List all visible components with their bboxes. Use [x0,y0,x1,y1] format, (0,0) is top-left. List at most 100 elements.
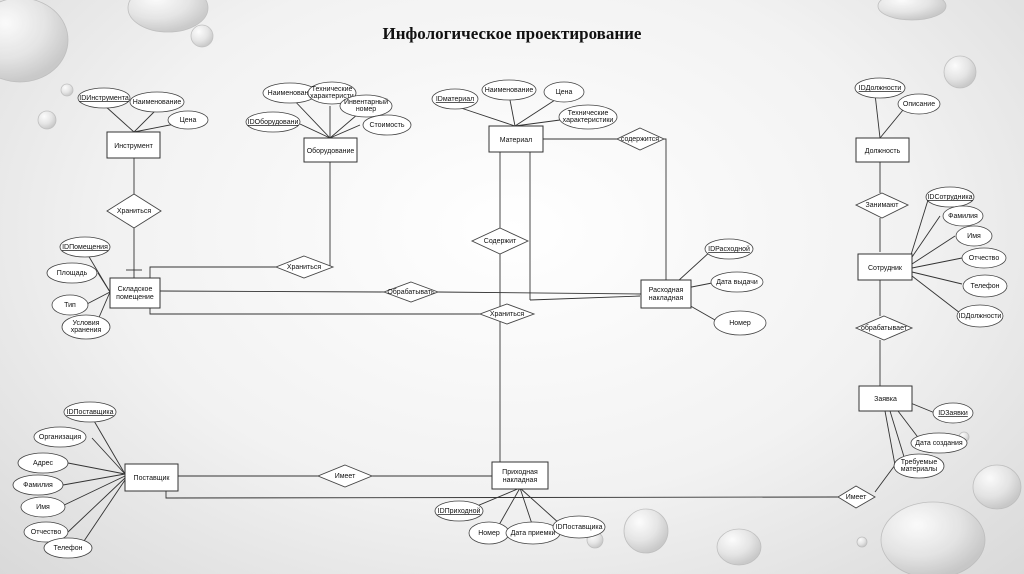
relationship-label: Храниться [287,264,322,271]
attribute-tsena: Цена [544,82,584,102]
attribute-telefon: Телефон [44,538,92,558]
attribute-tekh-kharakteristiki: Технические характеристики [559,105,617,129]
attribute-label: Телефон [53,545,82,552]
attribute-id-dolzhnosti: IDДолжности [957,305,1003,327]
entity-raskhodnaya: Расходная накладная [641,280,691,308]
entity-label: Инструмент [114,143,153,150]
attribute-data-priemki: Дата приемки [506,522,560,544]
attribute-label: IDДолжности [959,313,1002,320]
entity-sotrudnik: Сотрудник [858,254,912,280]
attribute-tsena: Цена [168,111,208,129]
attribute-ploshad: Площадь [47,263,97,283]
entity-label: Расходная [649,287,684,294]
entity-label: Приходная [502,469,538,476]
attribute-label: Фамилия [948,213,978,220]
relationship-khranitsya-oborudovanie: Храниться [276,256,333,278]
water-drop [944,56,976,88]
entity-label: Складское [118,286,153,293]
entity-zayavka: Заявка [859,386,912,411]
attribute-label: Адрес [33,460,54,467]
relationship-soderzhit: Содержит [472,228,528,254]
entity-postavshik: Поставщик [125,464,178,491]
relationship-label: Храниться [117,208,152,215]
attribute-label: IDЗаявки [938,410,968,417]
attribute-label: Описание [903,101,935,108]
entity-prikhodnaya: Приходная накладная [492,462,548,489]
entity-label: Оборудование [307,147,355,155]
attribute-label: Отчество [31,529,62,536]
attribute-nomer: Номер [469,522,509,544]
attribute-familiya: Фамилия [943,206,983,226]
attribute-nomer: Номер [714,311,766,335]
entity-label: накладная [649,295,684,302]
attribute-tip: Тип [52,295,88,315]
attribute-label: Организация [39,434,81,441]
attribute-label: IDПомещения [62,244,108,251]
entity-label: Сотрудник [868,265,903,272]
attribute-label: Дата выдачи [716,279,758,286]
attribute-label: Наименование [485,87,534,94]
attribute-data-sozdaniya: Дата создания [911,433,967,453]
attribute-label: Инвентарный [344,98,388,106]
water-drop [191,25,213,47]
attribute-id-postavshika: IDПоставщика [553,516,605,538]
attribute-label: IDПоставщика [556,524,603,531]
attribute-label: номер [356,106,376,113]
attribute-imya: Имя [21,497,65,517]
attribute-id-pomesheniya: IDПомещения [60,237,110,257]
entity-label: Должность [865,148,901,155]
attribute-id-material: IDматериал [432,89,478,109]
attribute-label: Дата приемки [511,530,556,537]
water-drop [857,537,867,547]
attribute-data-vydachi: Дата выдачи [711,272,763,292]
relationship-label: Занимают [866,202,900,209]
attribute-id-zayavki: IDЗаявки [933,403,973,423]
attribute-label: Требуемые [901,458,938,466]
attribute-label: Фамилия [23,482,53,489]
attribute-stoimost: Стоимость [363,115,411,135]
attribute-label: Номер [478,530,500,537]
water-drop [0,0,68,82]
water-drop [881,502,985,574]
attribute-label: IDИнструмента [79,95,129,102]
entity-instrument: Инструмент [107,132,160,158]
attribute-label: Цена [180,117,197,124]
relationship-obrabatyvat: Обрабатывать [384,282,438,302]
entity-material: Материал [489,126,543,152]
relationship-label: Содержит [484,238,517,245]
attribute-label: Отчество [969,255,1000,262]
attribute-id-oborudovaniya: IDОборудовани [246,112,300,132]
attribute-label: Тип [64,302,76,309]
attribute-label: Дата создания [915,440,963,447]
attribute-label: IDРасходной [708,245,750,253]
attribute-label: Наименовани [268,90,313,97]
relationship-khranitsya-instrument: Храниться [107,194,161,228]
attribute-opisanie: Описание [898,94,940,114]
attribute-label: IDПриходной [438,507,481,515]
attribute-naimenovanie: Наименование [130,92,184,112]
entity-dolzhnost: Должность [856,138,909,162]
attribute-otchestvo: Отчество [962,248,1006,268]
entity-sklad: Складское помещение [110,278,160,308]
attribute-label: IDматериал [436,96,474,103]
attribute-id-instrumenta: IDИнструмента [78,88,130,108]
attribute-imya: Имя [956,226,992,246]
water-drop [624,509,668,553]
water-drop [38,111,56,129]
relationship-label: содержится [621,136,659,143]
relationship-label: Обрабатывать [387,288,435,296]
attribute-label: Имя [967,233,981,240]
attribute-id-prikhodnoy: IDПриходной [435,501,483,521]
attribute-label: Телефон [970,283,999,290]
attribute-inv-nomer: Инвентарный номер [340,95,392,117]
relationship-label: Храниться [490,311,525,318]
attribute-label: IDПоставщика [67,409,114,416]
entity-label: Поставщик [134,475,171,482]
attribute-label: Имя [36,504,50,511]
attribute-trebuemye-materialy: Требуемые материалы [894,454,944,478]
attribute-label: хранения [71,327,102,334]
water-drop [973,465,1021,509]
attribute-label: Наименование [133,99,182,106]
relationship-label: обрабатывает [861,324,908,332]
entity-label: помещение [116,294,154,301]
